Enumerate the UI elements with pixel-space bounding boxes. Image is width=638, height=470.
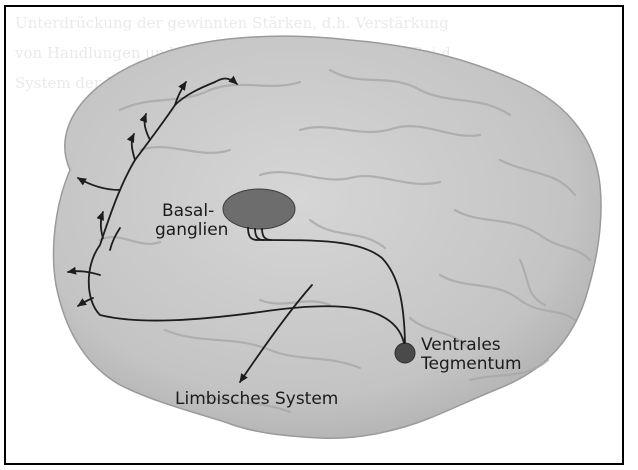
- label-basal-line2: ganglien: [155, 220, 228, 240]
- label-limbic-system: Limbisches System: [175, 389, 338, 409]
- basal-ganglia-shape: [223, 189, 295, 229]
- label-ventral-line2: Tegmentum: [420, 354, 522, 374]
- label-ventral-line1: Ventrales: [421, 335, 501, 355]
- ventral-tegmentum-shape: [395, 343, 415, 363]
- header-line-1: Unterdrückung der gewinnten Stärken, d.h…: [15, 14, 449, 32]
- brain-outline: [54, 36, 602, 438]
- label-basal-line1: Basal-: [162, 201, 214, 221]
